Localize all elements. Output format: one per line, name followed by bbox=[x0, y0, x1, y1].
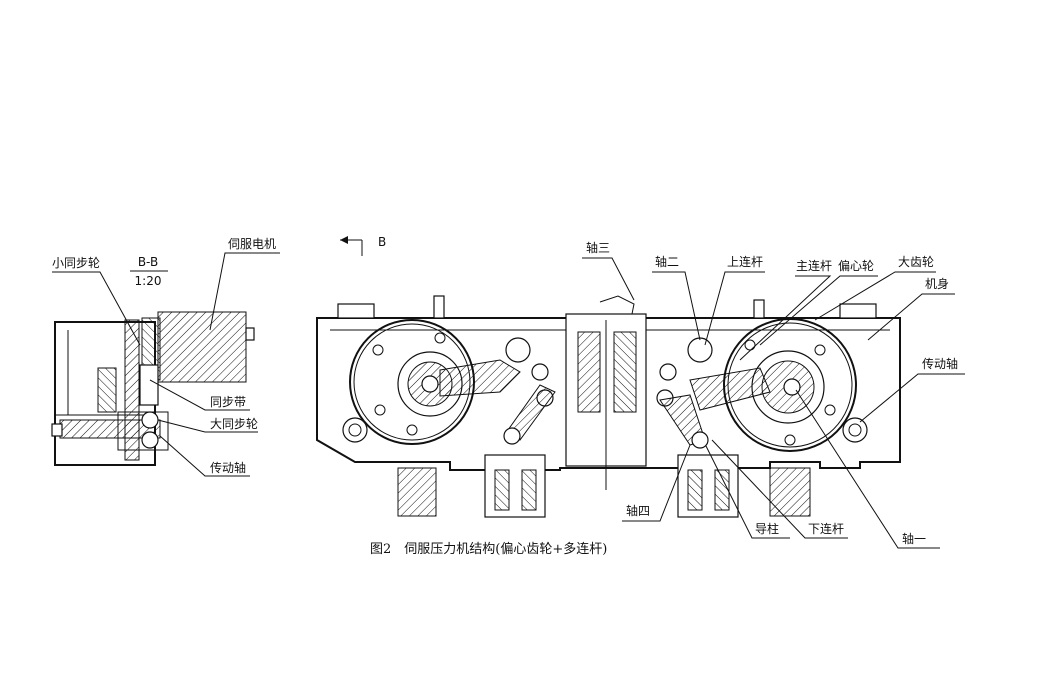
label-guide-post: 导柱 bbox=[755, 521, 779, 536]
label-section-drive-shaft: 传动轴 bbox=[210, 460, 246, 475]
label-large-pulley: 大同步轮 bbox=[210, 417, 258, 431]
left-base-block bbox=[397, 467, 437, 517]
label-eccentric-wheel: 偏心轮 bbox=[838, 258, 874, 273]
label-large-gear: 大齿轮 bbox=[898, 255, 934, 269]
right-large-gear bbox=[689, 318, 857, 452]
section-title: B-B bbox=[138, 255, 158, 269]
label-shaft-two: 轴二 bbox=[655, 254, 679, 269]
section-marker-arrow: B bbox=[340, 235, 386, 256]
right-base-block bbox=[769, 467, 811, 517]
main-view: B bbox=[316, 235, 965, 549]
label-frame: 机身 bbox=[925, 276, 949, 291]
left-linkage bbox=[503, 337, 556, 445]
label-servo-motor: 伺服电机 bbox=[228, 237, 276, 251]
label-main-drive-shaft: 传动轴 bbox=[922, 356, 958, 371]
label-lower-link: 下连杆 bbox=[808, 521, 844, 536]
figure-caption: 图2 伺服压力机结构(偏心齿轮+多连杆) bbox=[370, 541, 607, 557]
label-shaft-three: 轴三 bbox=[586, 240, 610, 255]
section-inner-block bbox=[97, 367, 117, 413]
label-main-link: 主连杆 bbox=[796, 258, 832, 273]
frame-body bbox=[316, 317, 901, 471]
label-shaft-four: 轴四 bbox=[626, 503, 650, 518]
servo-motor-body bbox=[157, 311, 247, 383]
label-small-pulley: 小同步轮 bbox=[52, 256, 100, 270]
section-view-bb: B-B 1:20 小同步轮 伺服电机 同步带 大同步轮 传动轴 bbox=[51, 237, 280, 477]
label-shaft-one: 轴一 bbox=[902, 531, 926, 546]
section-scale: 1:20 bbox=[135, 274, 162, 288]
section-marker-label: B bbox=[378, 235, 386, 249]
right-bearing bbox=[842, 417, 868, 443]
section-pulley-column bbox=[124, 319, 140, 461]
left-eccentric-wheel bbox=[349, 319, 521, 445]
left-bearing bbox=[342, 417, 368, 443]
label-upper-link: 上连杆 bbox=[727, 254, 763, 269]
label-belt: 同步带 bbox=[210, 395, 246, 409]
